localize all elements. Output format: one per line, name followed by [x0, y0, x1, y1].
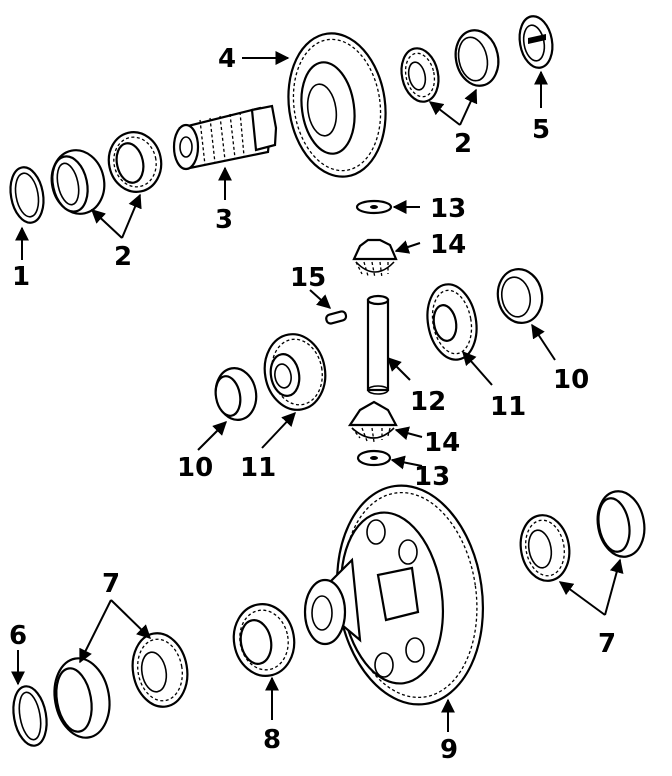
- part-7-bearing-cup-left: [53, 657, 111, 739]
- part-5-seal: [518, 15, 554, 69]
- part-13-thrust-washer-top: [355, 199, 393, 215]
- callout-9: 9: [440, 735, 458, 765]
- callout-10-left: 10: [177, 453, 213, 483]
- part-2-bearing-cup-right: [454, 29, 500, 87]
- callout-4: 4: [218, 44, 236, 74]
- part-7-bearing-cup-right: [596, 490, 646, 558]
- callout-11-left: 11: [240, 453, 276, 483]
- callout-14-bottom: 14: [424, 428, 460, 458]
- part-2-bearing-cone-left: [107, 131, 163, 193]
- callout-12: 12: [410, 387, 446, 417]
- part-1-snap-ring: [9, 166, 45, 224]
- part-11-side-gear-left: [263, 333, 327, 411]
- callout-2-right: 2: [454, 129, 472, 159]
- callout-7-right: 7: [598, 629, 616, 659]
- callout-1: 1: [12, 262, 30, 292]
- part-14-pinion-gear-bottom: [347, 400, 398, 443]
- part-14-pinion-gear-top: [352, 238, 398, 279]
- part-9-differential-case: [303, 484, 485, 706]
- part-10-side-washer-left: [214, 367, 258, 421]
- callout-3: 3: [215, 205, 233, 235]
- callout-13-bottom: 13: [414, 462, 450, 492]
- callout-7-left: 7: [102, 569, 120, 599]
- callout-10-right: 10: [553, 365, 589, 395]
- callout-5: 5: [532, 115, 550, 145]
- part-13-thrust-washer-bottom: [356, 449, 392, 467]
- part-2-bearing-cup-left: [50, 149, 106, 215]
- part-7-bearing-cone-left: [131, 632, 189, 708]
- callout-11-right: 11: [490, 392, 526, 422]
- callout-15: 15: [290, 263, 326, 293]
- part-11-side-gear-right: [426, 283, 478, 361]
- part-10-side-washer-right: [496, 268, 544, 324]
- callout-labels: 1 2 2 3 4 5 6 7 7 8 9 10 10 11 11 12 13 …: [9, 44, 616, 765]
- part-4-drive-gear: [287, 32, 387, 178]
- leader-lines: [11, 51, 624, 732]
- part-6-snap-ring: [12, 685, 48, 747]
- part-12-cross-shaft: [366, 294, 390, 395]
- part-3-pinion-shaft: [172, 104, 278, 171]
- part-8-bearing-cone: [232, 603, 296, 677]
- part-2-bearing-cone-right: [400, 47, 440, 103]
- callout-8: 8: [263, 725, 281, 755]
- part-7-bearing-cone-right: [519, 514, 571, 582]
- part-15-roll-pin: [325, 310, 348, 325]
- callout-14-top: 14: [430, 230, 466, 260]
- callout-2-left: 2: [114, 242, 132, 272]
- callout-6: 6: [9, 621, 27, 651]
- callout-13-top: 13: [430, 194, 466, 224]
